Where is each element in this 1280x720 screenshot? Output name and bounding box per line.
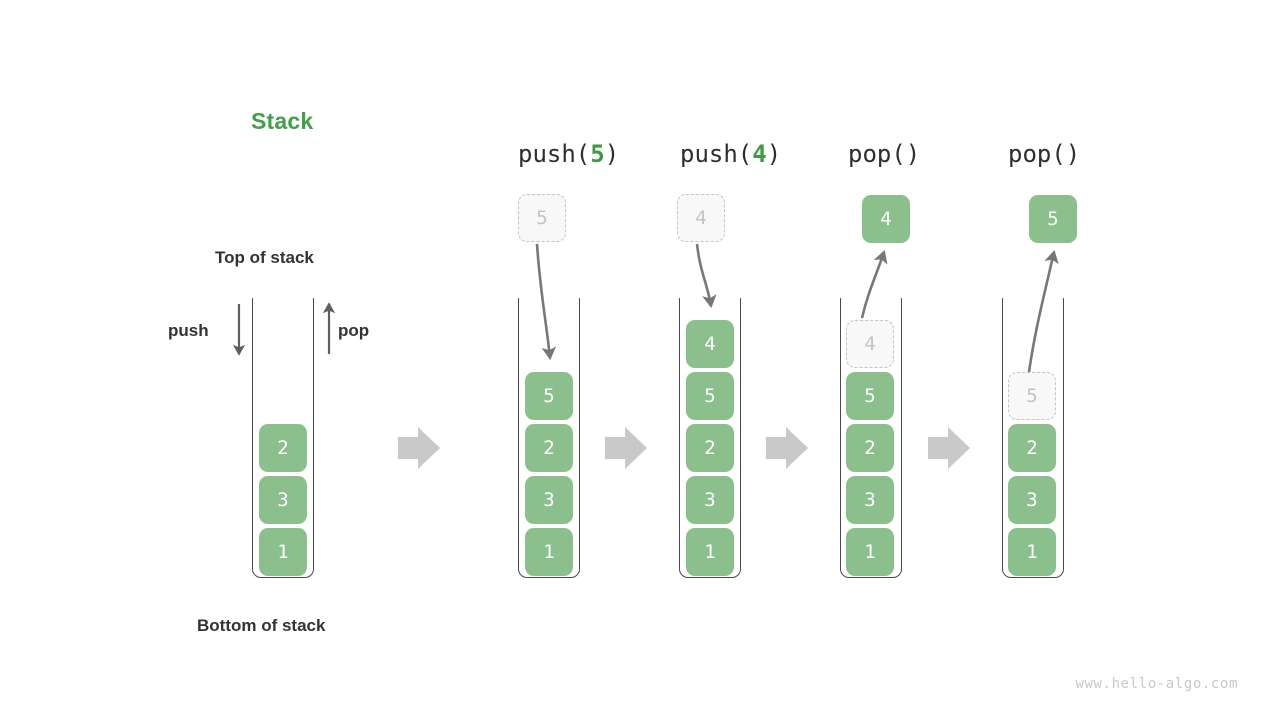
stack-cell: 3 xyxy=(525,476,573,524)
ghost-cell-incoming: 5 xyxy=(518,194,566,242)
stack-cell: 3 xyxy=(259,476,307,524)
op-text-suffix: ) xyxy=(766,140,782,168)
stack-cell: 1 xyxy=(1008,528,1056,576)
stack-tube xyxy=(679,298,741,578)
ghost-cell-removed: 4 xyxy=(846,320,894,368)
stack-tube xyxy=(252,298,314,578)
transition-arrow xyxy=(928,427,970,469)
stack-cell: 1 xyxy=(686,528,734,576)
stack-cell: 3 xyxy=(686,476,734,524)
stack-cell: 3 xyxy=(1008,476,1056,524)
transition-arrow xyxy=(605,427,647,469)
popped-cell: 4 xyxy=(862,195,910,243)
stack-tube xyxy=(518,298,580,578)
watermark: www.hello-algo.com xyxy=(1075,676,1238,692)
page-title: Stack xyxy=(251,108,314,134)
op-title-push-5: push(5) xyxy=(518,140,619,168)
stack-cell: 3 xyxy=(846,476,894,524)
stack-cell: 2 xyxy=(686,424,734,472)
stack-cell: 1 xyxy=(259,528,307,576)
op-text-suffix: ) xyxy=(604,140,620,168)
stack-cell: 1 xyxy=(846,528,894,576)
op-text: push( xyxy=(518,140,591,168)
stack-cell: 5 xyxy=(686,372,734,420)
op-title-pop-2: pop() xyxy=(1008,140,1080,168)
stack-cell: 4 xyxy=(686,320,734,368)
label-pop: pop xyxy=(338,321,370,340)
stack-cell: 1 xyxy=(525,528,573,576)
op-text: pop() xyxy=(848,140,921,168)
stack-cell: 5 xyxy=(525,372,573,420)
ghost-cell-incoming: 4 xyxy=(677,194,725,242)
stack-tube xyxy=(840,298,902,578)
label-bottom-of-stack: Bottom of stack xyxy=(197,616,326,635)
transition-arrow xyxy=(398,427,440,469)
stack-cell: 5 xyxy=(846,372,894,420)
stack-cell: 2 xyxy=(525,424,573,472)
op-text: pop() xyxy=(1008,140,1081,168)
label-push: push xyxy=(168,321,209,340)
op-arg: 5 xyxy=(590,140,605,168)
transition-arrow xyxy=(766,427,808,469)
op-arg: 4 xyxy=(752,140,767,168)
label-top-of-stack: Top of stack xyxy=(215,248,314,267)
op-title-push-4: push(4) xyxy=(680,140,781,168)
stack-cell: 2 xyxy=(846,424,894,472)
stack-cell: 2 xyxy=(259,424,307,472)
push-4-flow-arrow xyxy=(695,243,717,309)
ghost-cell-removed: 5 xyxy=(1008,372,1056,420)
popped-cell: 5 xyxy=(1029,195,1077,243)
op-title-pop-1: pop() xyxy=(848,140,920,168)
stack-tube xyxy=(1002,298,1064,578)
op-text: push( xyxy=(680,140,753,168)
stack-cell: 2 xyxy=(1008,424,1056,472)
